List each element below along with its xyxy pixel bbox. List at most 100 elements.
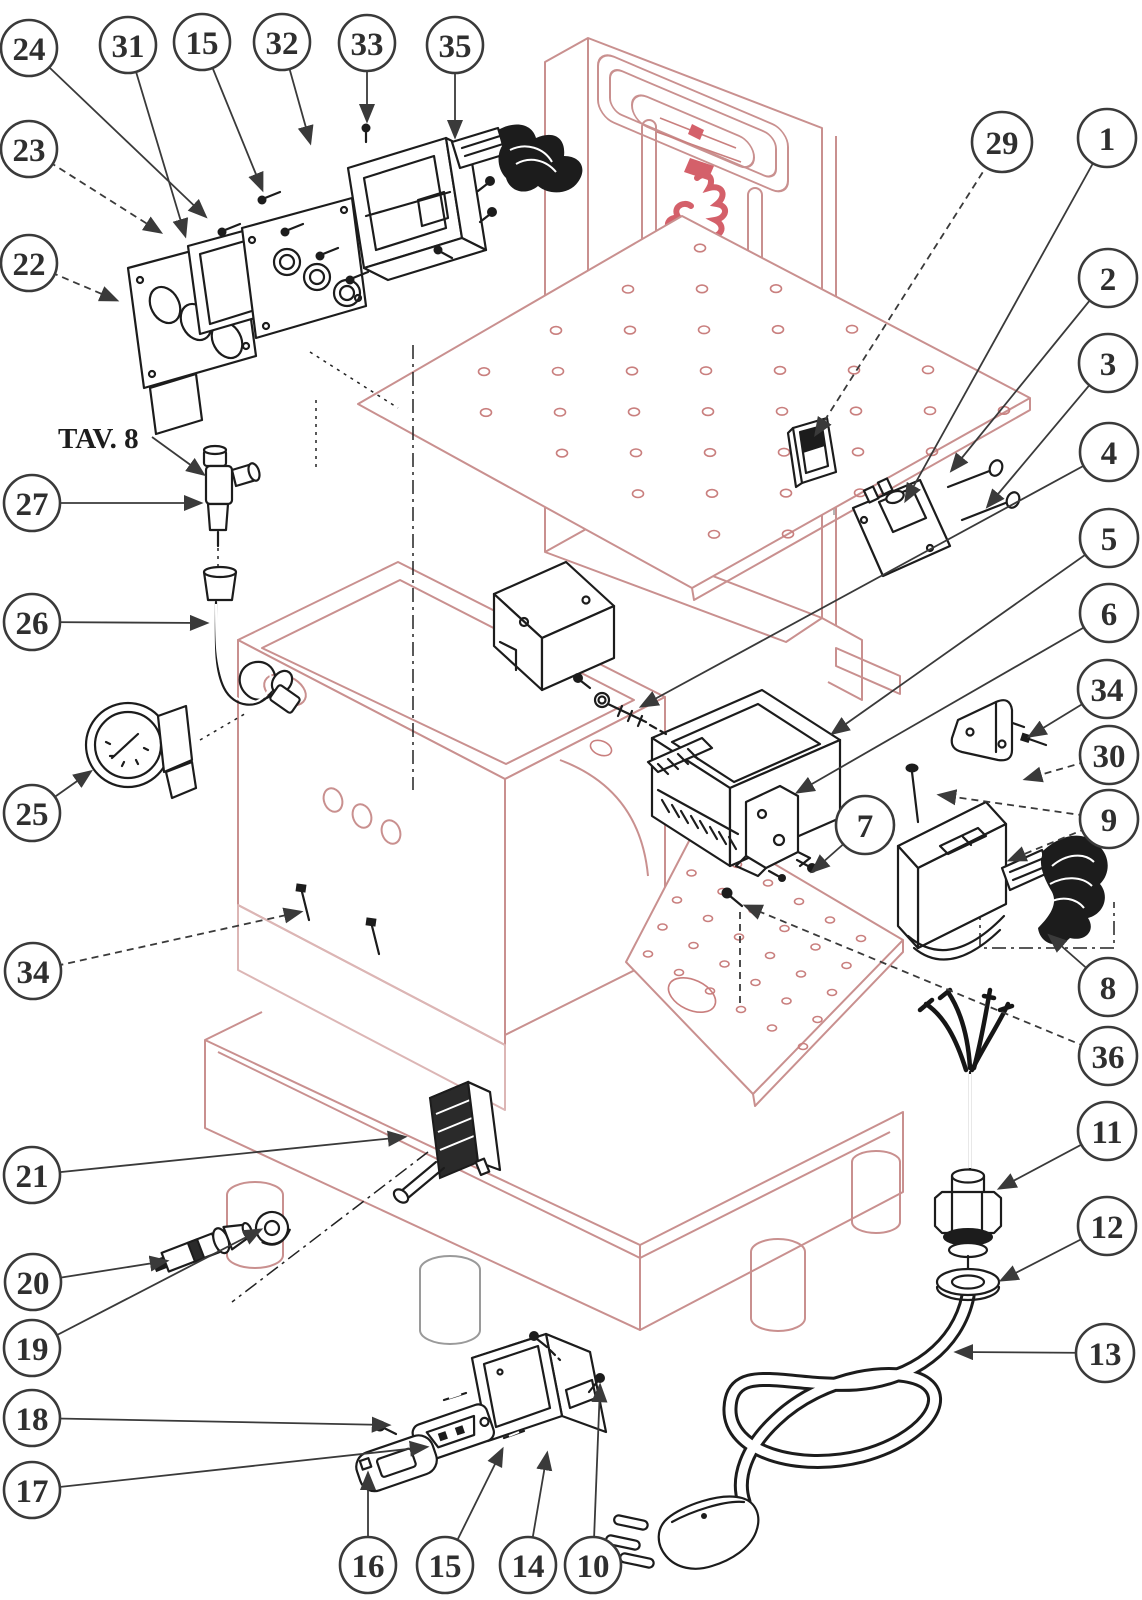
svg-text:30: 30 xyxy=(1093,739,1126,775)
svg-text:22: 22 xyxy=(13,247,46,283)
svg-text:8: 8 xyxy=(1100,971,1117,1007)
part-power-plug xyxy=(605,1495,760,1570)
part-ribbon-cable-8 xyxy=(1000,835,1108,945)
callout-18: 18 xyxy=(2,1388,62,1448)
callout-25: 25 xyxy=(2,783,62,843)
tav-reference-label: TAV. 8 xyxy=(58,423,139,455)
leader-31 xyxy=(127,44,189,239)
leader-3 xyxy=(985,362,1109,509)
svg-text:35: 35 xyxy=(439,29,472,65)
callout-15-bottom: 15 xyxy=(415,1535,475,1595)
svg-text:20: 20 xyxy=(17,1266,50,1302)
part-control-unit-5 xyxy=(646,688,842,868)
leader-34-left xyxy=(32,907,304,972)
svg-text:34: 34 xyxy=(1091,673,1124,709)
part-lamp-holder-20 xyxy=(151,1221,254,1273)
callout-22: 22 xyxy=(0,233,59,293)
callout-1: 1 xyxy=(1076,107,1138,169)
part-toggle-switch-21 xyxy=(392,1080,502,1204)
svg-text:19: 19 xyxy=(16,1332,49,1368)
callout-5: 5 xyxy=(1078,507,1140,569)
part-connector-housing-14 xyxy=(470,1332,608,1443)
svg-text:11: 11 xyxy=(1091,1115,1122,1151)
part-screw-18 xyxy=(374,1420,398,1436)
machine-base-frame xyxy=(204,1011,904,1345)
callout-27: 27 xyxy=(2,473,62,533)
part-screws-2-3 xyxy=(946,459,1021,522)
svg-text:9: 9 xyxy=(1101,803,1118,839)
leader-tav8 xyxy=(151,436,206,477)
svg-text:7: 7 xyxy=(857,809,874,845)
part-grommet-12 xyxy=(935,1267,1001,1302)
callout-16: 16 xyxy=(338,1535,398,1595)
part-screws-33 xyxy=(361,123,497,260)
callouts: 24 31 15 32 33 35 23 22 29 1 2 3 4 5 6 3… xyxy=(0,12,1140,1595)
svg-text:21: 21 xyxy=(16,1159,49,1195)
svg-text:23: 23 xyxy=(13,133,46,169)
callout-33: 33 xyxy=(337,13,397,73)
callout-7: 7 xyxy=(834,794,896,856)
svg-text:26: 26 xyxy=(16,606,49,642)
leader-5 xyxy=(830,537,1110,736)
svg-text:13: 13 xyxy=(1089,1337,1122,1373)
callout-19: 19 xyxy=(2,1318,62,1378)
svg-text:17: 17 xyxy=(16,1474,49,1510)
callout-30: 30 xyxy=(1078,724,1140,786)
svg-text:36: 36 xyxy=(1092,1040,1125,1076)
svg-text:34: 34 xyxy=(17,955,50,991)
callout-26: 26 xyxy=(2,592,62,652)
callout-29: 29 xyxy=(970,110,1034,174)
callout-35: 35 xyxy=(425,15,485,75)
part-junction-box-28 xyxy=(492,560,616,692)
leader-10 xyxy=(591,1382,608,1566)
svg-text:32: 32 xyxy=(266,26,299,62)
callout-15-top: 15 xyxy=(172,12,232,72)
svg-text:29: 29 xyxy=(986,126,1019,162)
part-screws-34-left xyxy=(295,883,381,956)
callout-31: 31 xyxy=(98,15,158,75)
callout-11: 11 xyxy=(1076,1100,1138,1162)
svg-text:15: 15 xyxy=(186,26,219,62)
part-valve-27 xyxy=(202,444,261,548)
svg-text:33: 33 xyxy=(351,27,384,63)
svg-text:2: 2 xyxy=(1100,262,1117,298)
machine-foot xyxy=(226,1150,901,1345)
part-ribbon-cable-35 xyxy=(450,124,583,193)
callout-8: 8 xyxy=(1077,956,1139,1018)
leader-2 xyxy=(949,277,1109,473)
callout-34-right: 34 xyxy=(1076,658,1138,720)
callout-34-left: 34 xyxy=(3,941,63,1001)
part-socket-ring-19 xyxy=(254,1210,291,1246)
callout-21: 21 xyxy=(2,1145,62,1205)
callout-17: 17 xyxy=(2,1460,62,1520)
part-power-cord-13 xyxy=(722,987,1015,1510)
callout-14: 14 xyxy=(498,1535,558,1595)
callout-10: 10 xyxy=(563,1535,623,1595)
part-spacers-15-bottom xyxy=(442,1391,526,1440)
leader-18 xyxy=(31,1416,392,1433)
part-bracket-30 xyxy=(905,699,1014,824)
svg-text:24: 24 xyxy=(13,32,46,68)
part-hose-26 xyxy=(202,548,301,714)
svg-text:6: 6 xyxy=(1101,597,1118,633)
svg-text:31: 31 xyxy=(112,29,145,65)
svg-text:1: 1 xyxy=(1099,122,1116,158)
callout-9: 9 xyxy=(1078,788,1140,850)
leader-4 xyxy=(638,451,1110,708)
part-screw-4 xyxy=(593,691,668,736)
svg-text:5: 5 xyxy=(1101,522,1118,558)
callout-12: 12 xyxy=(1076,1195,1138,1257)
machine-cup-tray xyxy=(357,215,1031,601)
part-cover-plate-16 xyxy=(355,1434,438,1493)
callout-13: 13 xyxy=(1074,1322,1136,1384)
part-cable-gland-11 xyxy=(933,1168,1003,1270)
callout-23: 23 xyxy=(0,119,59,179)
leader-6 xyxy=(794,612,1110,794)
leader-1 xyxy=(904,137,1108,504)
callout-36: 36 xyxy=(1077,1025,1139,1087)
svg-text:18: 18 xyxy=(16,1402,49,1438)
part-pressure-gauge-25 xyxy=(84,701,249,800)
leader-36 xyxy=(742,904,1109,1057)
leader-17 xyxy=(31,1440,430,1491)
